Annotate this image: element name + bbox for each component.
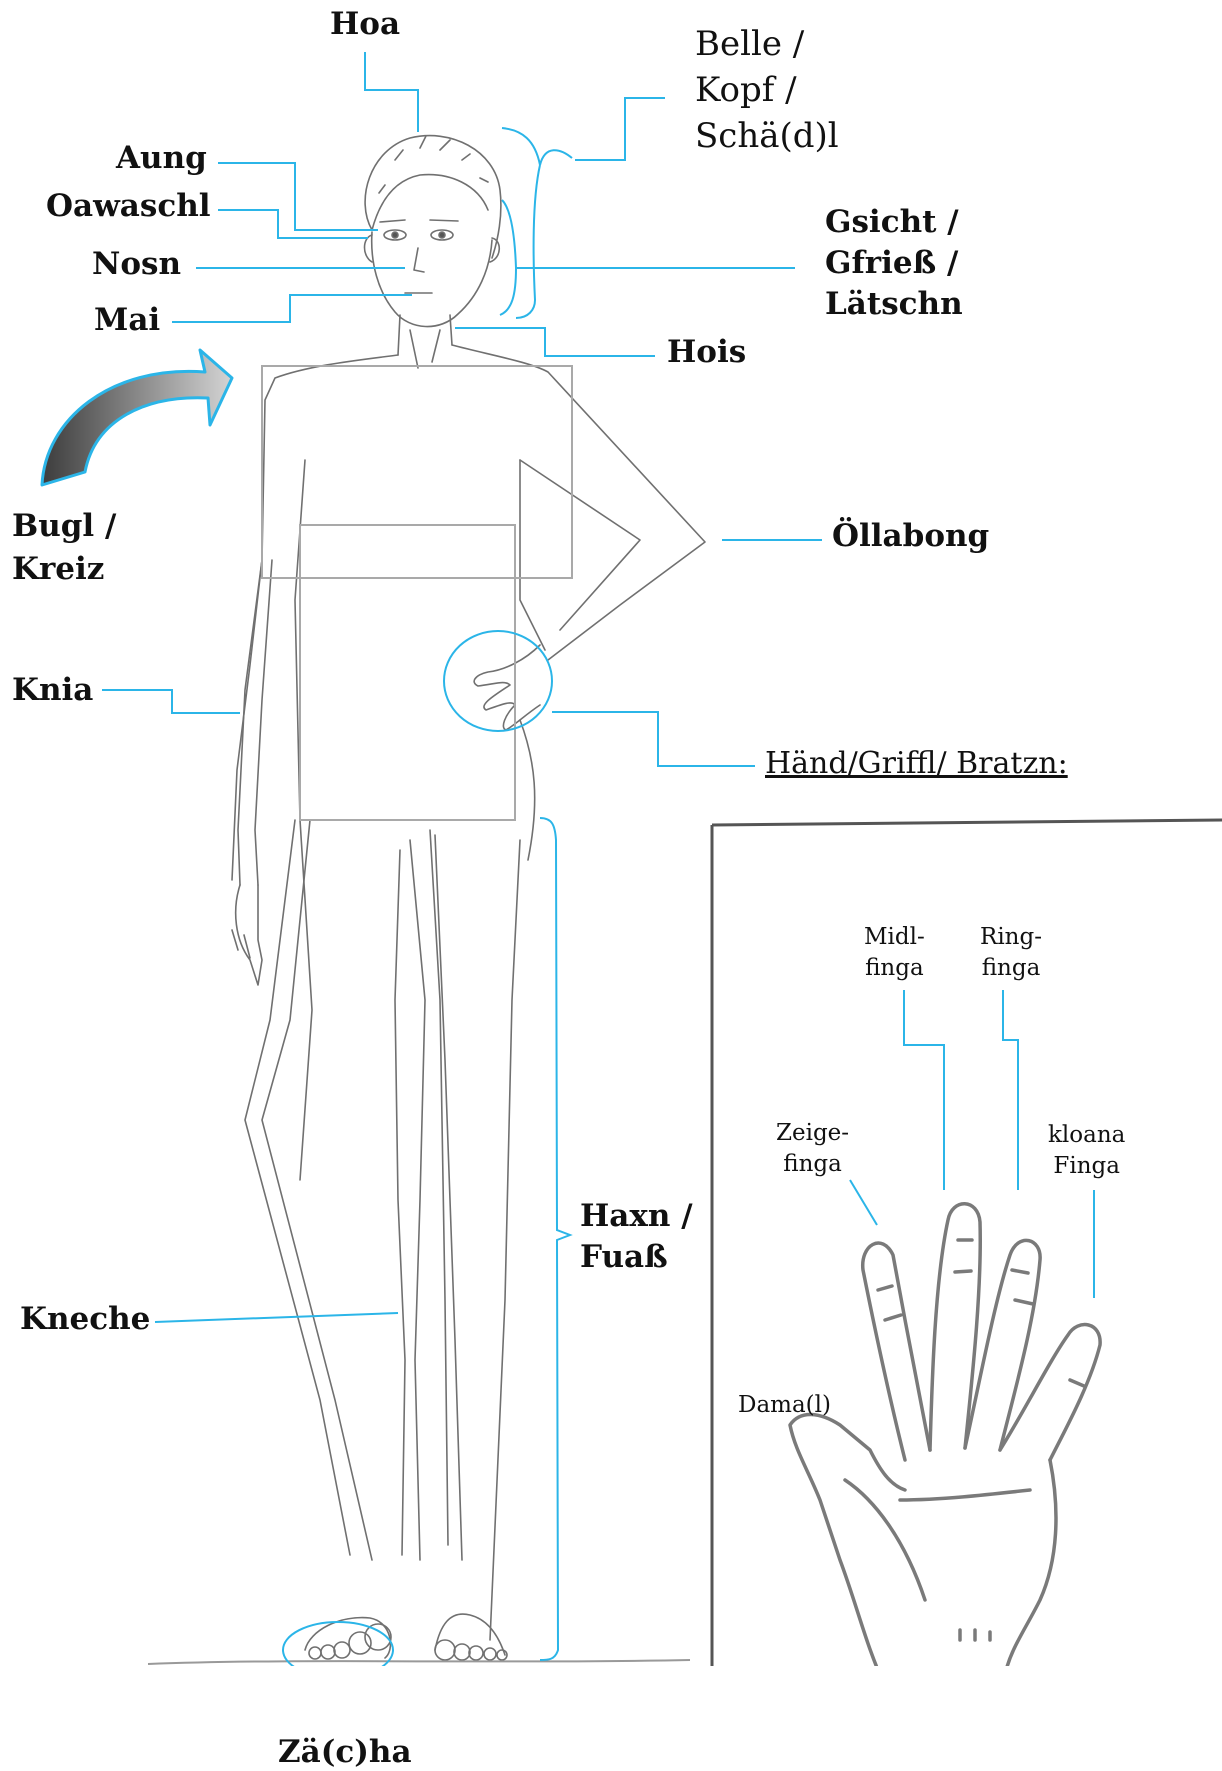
brace-skull bbox=[516, 165, 540, 318]
label-belle-line3: Schä(d)l bbox=[695, 114, 839, 160]
leader-aung bbox=[218, 163, 378, 230]
label-haend: Händ/Griffl/ Bratzn: bbox=[765, 746, 1068, 782]
label-bugl-line2: Kreiz bbox=[12, 548, 116, 591]
leader-haend bbox=[552, 712, 755, 766]
label-midlfinga-line2: finga bbox=[864, 953, 925, 984]
arm-left bbox=[238, 560, 272, 885]
leader-mai bbox=[172, 295, 412, 322]
brace-face bbox=[500, 200, 516, 315]
label-zeigefinga: Zeige- finga bbox=[776, 1118, 849, 1180]
label-belle-line1: Belle / bbox=[695, 22, 839, 68]
figure-sketch bbox=[232, 136, 705, 1660]
label-haxn: Haxn / Fuaß bbox=[580, 1196, 693, 1278]
label-ringfinga-line1: Ring- bbox=[980, 922, 1042, 953]
hair bbox=[365, 136, 501, 258]
nose bbox=[414, 248, 424, 272]
label-hoa: Hoa bbox=[330, 6, 400, 43]
leg-left bbox=[245, 820, 372, 1560]
label-gsicht-line2: Gfrieß / bbox=[825, 243, 963, 284]
label-nosn: Nosn bbox=[92, 246, 181, 283]
leader-kneche bbox=[155, 1313, 398, 1322]
label-dama: Dama(l) bbox=[738, 1390, 831, 1421]
label-oawaschl: Oawaschl bbox=[46, 188, 211, 225]
leader-knia bbox=[102, 690, 240, 713]
leader-hoa bbox=[365, 52, 418, 132]
hand-on-hip bbox=[474, 645, 540, 730]
label-midlfinga-line1: Midl- bbox=[864, 922, 925, 953]
label-ringfinga: Ring- finga bbox=[980, 922, 1042, 984]
hand-circle bbox=[444, 631, 552, 731]
leader-oawaschl bbox=[218, 210, 368, 238]
label-hois: Hois bbox=[667, 334, 746, 371]
label-kneche: Kneche bbox=[20, 1301, 150, 1338]
back-arrow bbox=[42, 350, 232, 485]
label-midlfinga: Midl- finga bbox=[864, 922, 925, 984]
label-bugl: Bugl / Kreiz bbox=[12, 505, 116, 592]
face bbox=[372, 232, 492, 327]
hip-right bbox=[520, 720, 535, 860]
leader-ring bbox=[1003, 990, 1018, 1190]
palm-sketch bbox=[790, 1204, 1100, 1666]
leader-midl bbox=[904, 990, 944, 1190]
label-aung: Aung bbox=[116, 140, 207, 177]
label-kloanafinga-line1: kloana bbox=[1048, 1120, 1125, 1151]
hand-left bbox=[232, 885, 262, 985]
label-belle: Belle / Kopf / Schä(d)l bbox=[695, 22, 839, 160]
label-haxn-line2: Fuaß bbox=[580, 1237, 693, 1278]
label-mai: Mai bbox=[94, 302, 160, 339]
label-gsicht-line3: Lätschn bbox=[825, 284, 963, 325]
leader-belle bbox=[575, 98, 665, 160]
brace-leg bbox=[540, 818, 570, 1660]
label-belle-line2: Kopf / bbox=[695, 68, 839, 114]
label-ringfinga-line2: finga bbox=[980, 953, 1042, 984]
brow-left bbox=[380, 220, 405, 222]
label-zeigefinga-line2: finga bbox=[776, 1149, 849, 1180]
torso-outline bbox=[232, 345, 705, 880]
label-oellabong: Öllabong bbox=[832, 518, 989, 555]
label-haxn-line1: Haxn / bbox=[580, 1196, 693, 1237]
label-bugl-line1: Bugl / bbox=[12, 505, 116, 548]
lower-torso-box bbox=[300, 525, 515, 820]
label-gsicht-line1: Gsicht / bbox=[825, 202, 963, 243]
leader-zeige bbox=[850, 1180, 877, 1225]
label-kloanafinga: kloana Finga bbox=[1048, 1120, 1125, 1182]
upper-torso-box bbox=[262, 366, 572, 578]
inset-frame-top bbox=[712, 820, 1222, 825]
leader-lines bbox=[102, 52, 822, 1666]
leader-hois bbox=[455, 328, 655, 356]
ear-left bbox=[365, 235, 373, 262]
leg-right bbox=[395, 840, 425, 1560]
label-zeigefinga-line1: Zeige- bbox=[776, 1118, 849, 1149]
label-gsicht: Gsicht / Gfrieß / Lätschn bbox=[825, 202, 963, 326]
label-kloanafinga-line2: Finga bbox=[1048, 1151, 1125, 1182]
brace-head bbox=[502, 128, 572, 165]
label-knia: Knia bbox=[12, 672, 93, 709]
label-zaecha: Zä(c)ha bbox=[278, 1734, 412, 1771]
brow-right bbox=[430, 220, 458, 221]
ground-line bbox=[148, 1660, 690, 1664]
